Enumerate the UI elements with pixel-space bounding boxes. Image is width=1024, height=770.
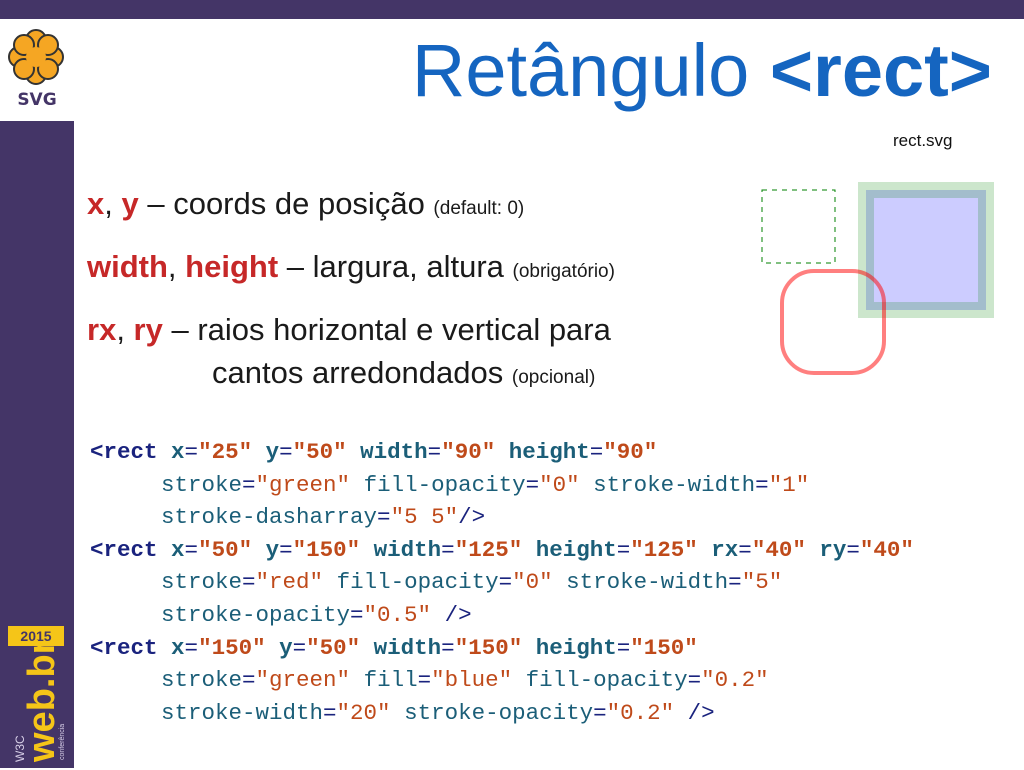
badge-org: W3C <box>13 735 27 762</box>
code-block: <rect x="25" y="50" width="90" height="9… <box>90 436 914 729</box>
year-ribbon <box>8 626 64 646</box>
file-name: rect.svg <box>893 131 953 150</box>
note: (obrigatório) <box>512 261 615 282</box>
code-line: stroke="red" fill-opacity="0" stroke-wid… <box>161 569 783 596</box>
description: – largura, altura <box>278 249 513 284</box>
rounded-red-rect <box>780 269 886 375</box>
blue-filled-rect <box>858 182 994 318</box>
logo-label: SVG <box>17 90 57 110</box>
code-line: stroke-width="20" stroke-opacity="0.2" /… <box>161 699 715 726</box>
page-title: Retângulo <rect> <box>412 28 992 113</box>
code-line: stroke="green" fill="blue" fill-opacity=… <box>161 667 769 694</box>
star-flower-icon <box>8 29 64 85</box>
bullet-position: x, y – coords de posição (default: 0) <box>87 186 524 222</box>
bullet-radius-continued: cantos arredondados (opcional) <box>212 355 595 391</box>
separator: , <box>116 312 134 347</box>
keyword: ry <box>133 312 163 347</box>
code-line: stroke="green" fill-opacity="0" stroke-w… <box>161 471 810 498</box>
top-bar <box>0 0 1024 19</box>
keyword: width <box>87 249 168 284</box>
code-line: <rect x="150" y="50" width="150" height=… <box>90 634 698 661</box>
code-line: stroke-dasharray="5 5"/> <box>161 504 486 531</box>
note: (default: 0) <box>433 198 525 219</box>
code-line: <rect x="25" y="50" width="90" height="9… <box>90 439 658 465</box>
code-line: <rect x="50" y="150" width="125" height=… <box>90 536 914 563</box>
svg-logo <box>0 19 74 121</box>
badge-sub: conferência <box>59 724 66 760</box>
webbr-badge: 2015 web.br W3C conferência <box>4 620 70 765</box>
rect-demo-figure <box>761 182 994 375</box>
title-tag: <rect> <box>769 29 992 112</box>
note: (opcional) <box>511 367 596 388</box>
keyword: rx <box>87 312 117 347</box>
bullet-size: width, height – largura, altura (obrigat… <box>87 249 615 285</box>
badge-year: 2015 <box>20 628 51 644</box>
dashed-green-rect <box>761 189 836 264</box>
title-main: Retângulo <box>411 29 750 112</box>
keyword: height <box>185 249 279 284</box>
separator: , <box>167 249 186 284</box>
code-line: stroke-opacity="0.5" /> <box>161 601 472 628</box>
description: cantos arredondados <box>212 355 512 390</box>
description: – raios horizontal e vertical para <box>162 312 611 347</box>
keyword: x <box>87 186 105 221</box>
separator: , <box>104 186 122 221</box>
keyword: y <box>121 186 139 221</box>
description: – coords de posição <box>138 186 434 221</box>
bullet-radius: rx, ry – raios horizontal e vertical par… <box>87 312 611 348</box>
badge-brand: web.br <box>21 639 63 763</box>
